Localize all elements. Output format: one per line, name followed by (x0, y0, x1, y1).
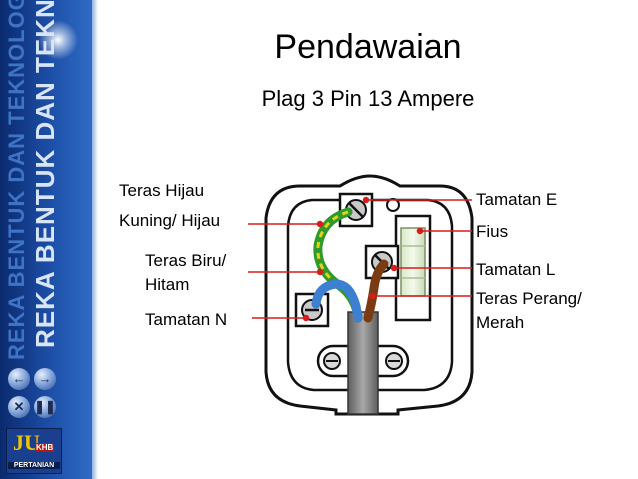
logo-caption: PERTANIAN (8, 462, 60, 469)
label-earth-core-line2: Kuning/ Hijau (119, 211, 221, 230)
label-live-core-line1: Teras Perang/ (476, 289, 582, 308)
label-earth-core-line1: Teras Hijau (119, 181, 205, 200)
cable-sheath (347, 311, 379, 415)
label-neutral-terminal: Tamatan N (145, 310, 228, 329)
slide-title: Pendawaian (274, 28, 462, 66)
label-earth-terminal: Tamatan E (476, 190, 558, 209)
live-wire (363, 259, 389, 323)
glow-decoration (38, 20, 78, 60)
pause-icon[interactable]: ❚❚ (34, 396, 56, 418)
arrow-left-icon[interactable]: ← (8, 368, 30, 390)
neutral-wire (311, 279, 363, 323)
pin-hole (386, 198, 400, 212)
label-neutral-core-line2: Hitam (145, 275, 190, 294)
label-fuse: Fius (476, 222, 509, 241)
fuse (400, 227, 426, 297)
logo-badge: KHB (35, 443, 55, 452)
slide-subtitle: Plag 3 Pin 13 Ampere (261, 86, 475, 111)
close-icon[interactable]: ✕ (8, 396, 30, 418)
sidebar: REKA BENTUK DAN TEKNOLOGI REKA BENTUK DA… (0, 0, 92, 479)
plug-inner-wall (286, 198, 454, 392)
label-live-core-line2: Merah (476, 313, 525, 332)
slide-edge (92, 0, 98, 479)
label-neutral-core-line1: Teras Biru/ (145, 251, 227, 270)
arrow-right-icon[interactable]: → (34, 368, 56, 390)
logo: JU KHB PERTANIAN (6, 428, 62, 474)
label-live-terminal: Tamatan L (476, 260, 556, 279)
